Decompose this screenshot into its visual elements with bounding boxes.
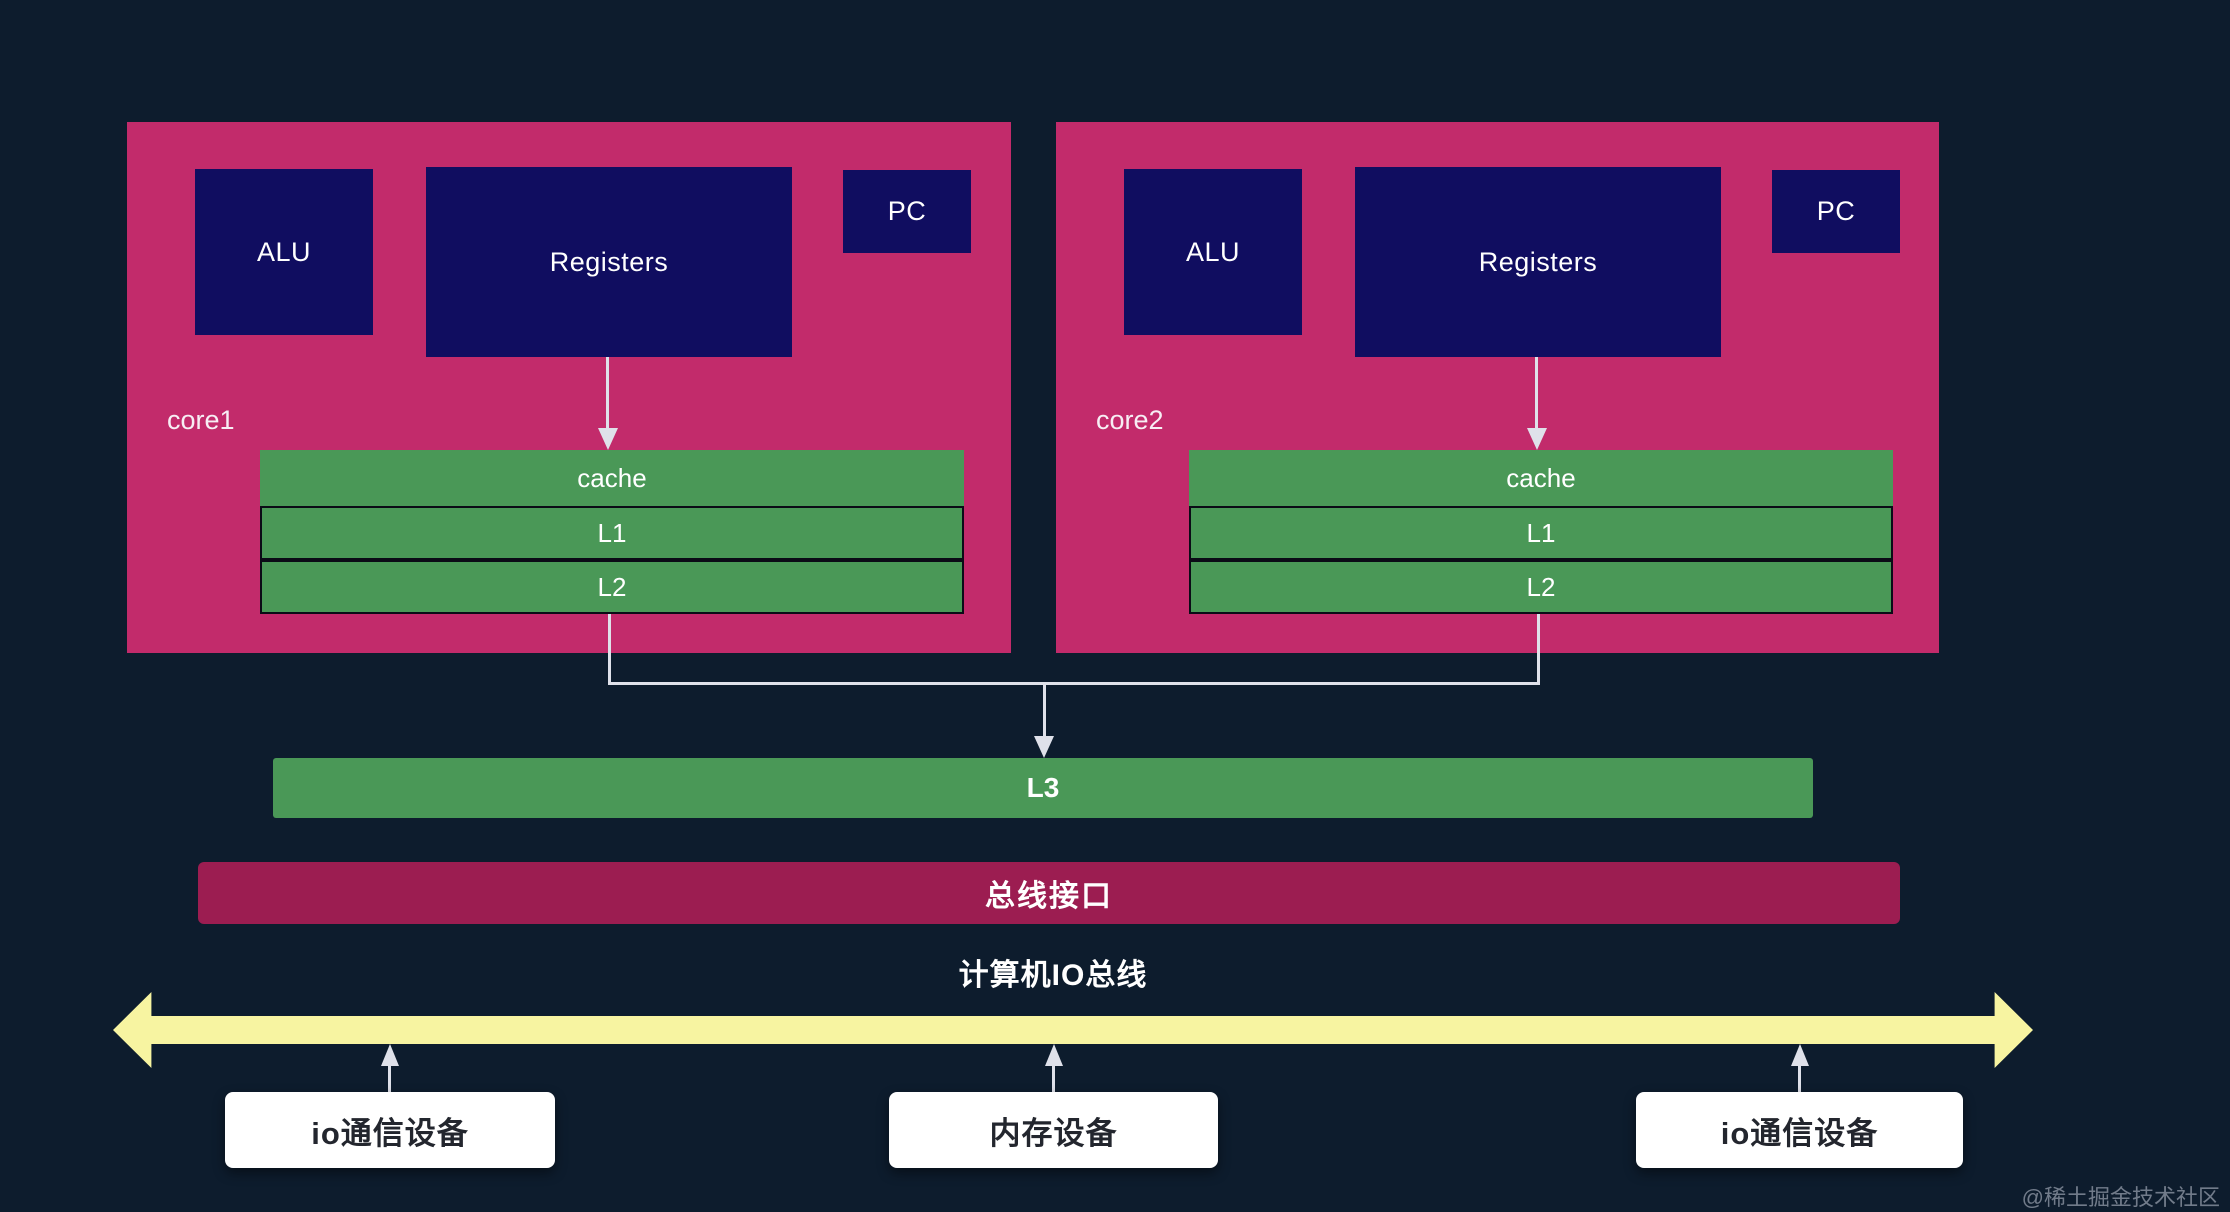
bus-interface-bar: 总线接口 bbox=[198, 862, 1900, 924]
core2-alu-block: ALU bbox=[1124, 169, 1302, 335]
core1-down-arrow-icon bbox=[598, 428, 618, 450]
core1-alu-block: ALU bbox=[195, 169, 373, 335]
core1-l2-drop-line bbox=[608, 614, 611, 682]
core2-l2-row: L2 bbox=[1189, 560, 1893, 614]
up-arrow-icon bbox=[1790, 1044, 1809, 1066]
join-to-l3-line bbox=[1043, 682, 1046, 738]
device-box: io通信设备 bbox=[225, 1092, 555, 1168]
core2-panel: ALU Registers PC core2 cache L1 L2 bbox=[1056, 122, 1939, 653]
core1-registers-block: Registers bbox=[426, 167, 792, 357]
up-arrow-icon bbox=[381, 1044, 399, 1066]
device-connector-line bbox=[388, 1062, 391, 1094]
core1-cache-stack: cache L1 L2 bbox=[260, 450, 964, 614]
l3-down-arrow-icon bbox=[1034, 736, 1054, 758]
core1-l1-row: L1 bbox=[260, 506, 964, 560]
device-box: 内存设备 bbox=[889, 1092, 1218, 1168]
io-bus-double-arrow-icon bbox=[113, 992, 2033, 1068]
core1-label: core1 bbox=[167, 405, 235, 435]
core1-cache-row: cache bbox=[260, 450, 964, 506]
core1-pc-block: PC bbox=[843, 170, 971, 253]
core2-l2-drop-line bbox=[1537, 614, 1540, 682]
device-box: io通信设备 bbox=[1636, 1092, 1963, 1168]
core2-registers-to-cache-line bbox=[1535, 357, 1538, 430]
core2-cache-stack: cache L1 L2 bbox=[1189, 450, 1893, 614]
core1-panel: ALU Registers PC core1 cache L1 L2 bbox=[127, 122, 1011, 653]
core2-cache-row: cache bbox=[1189, 450, 1893, 506]
core2-label: core2 bbox=[1096, 405, 1164, 435]
device-connector-line bbox=[1797, 1062, 1801, 1094]
core1-registers-to-cache-line bbox=[606, 357, 609, 430]
l2-join-line bbox=[608, 682, 1540, 685]
core2-l1-row: L1 bbox=[1189, 506, 1893, 560]
up-arrow-icon bbox=[1044, 1044, 1063, 1066]
watermark: @稀土掘金技术社区 bbox=[2021, 1185, 2220, 1210]
device-connector-line bbox=[1051, 1062, 1055, 1094]
core2-down-arrow-icon bbox=[1527, 428, 1547, 450]
core1-l2-row: L2 bbox=[260, 560, 964, 614]
core2-pc-block: PC bbox=[1772, 170, 1900, 253]
io-bus-label: 计算机IO总线 bbox=[958, 959, 1148, 992]
l3-cache-bar: L3 bbox=[273, 758, 1813, 818]
core2-registers-block: Registers bbox=[1355, 167, 1721, 357]
